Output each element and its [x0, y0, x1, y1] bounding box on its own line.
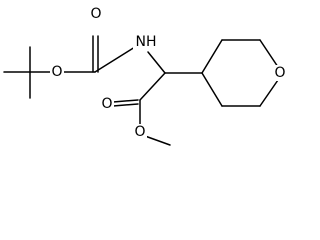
bond-n-to-alpha-c — [147, 51, 166, 74]
carbamate-group — [62, 35, 136, 73]
label-ester-carbonyl-o: O — [101, 96, 112, 112]
ring-bond-4 — [259, 79, 279, 107]
ring-bond-3 — [259, 39, 279, 68]
ester-group — [112, 99, 171, 146]
atom-nh: NH — [133, 34, 159, 50]
ring-bond-6 — [201, 72, 223, 107]
bond-o-to-methyl — [144, 135, 171, 146]
atom-ester-single-o: O — [133, 124, 147, 140]
molecule-structure: O NH O O O O — [3, 6, 287, 146]
atom-ester-carbonyl-o: O — [100, 96, 114, 112]
tetrahydropyran-ring — [201, 39, 279, 107]
label-carbamate-ester-o: O — [51, 64, 62, 80]
label-ester-single-o: O — [134, 124, 145, 140]
label-ring-o: O — [274, 65, 285, 81]
ring-bond-1 — [201, 39, 223, 74]
bond-carbonyl-c-to-n — [94, 46, 136, 73]
bond-ester-c-o-double-2 — [112, 103, 139, 107]
bond-alpha-c-to-ester-c — [139, 72, 166, 101]
tert-butyl-group — [3, 46, 51, 99]
atom-carbamate-ester-o: O — [50, 64, 64, 80]
label-carbamate-carbonyl-o: O — [90, 6, 101, 22]
atom-carbamate-carbonyl-o: O — [89, 6, 103, 22]
label-nh: NH — [136, 34, 157, 50]
atom-ring-o: O — [273, 65, 287, 81]
bond-ester-c-o-double-1 — [112, 99, 139, 103]
